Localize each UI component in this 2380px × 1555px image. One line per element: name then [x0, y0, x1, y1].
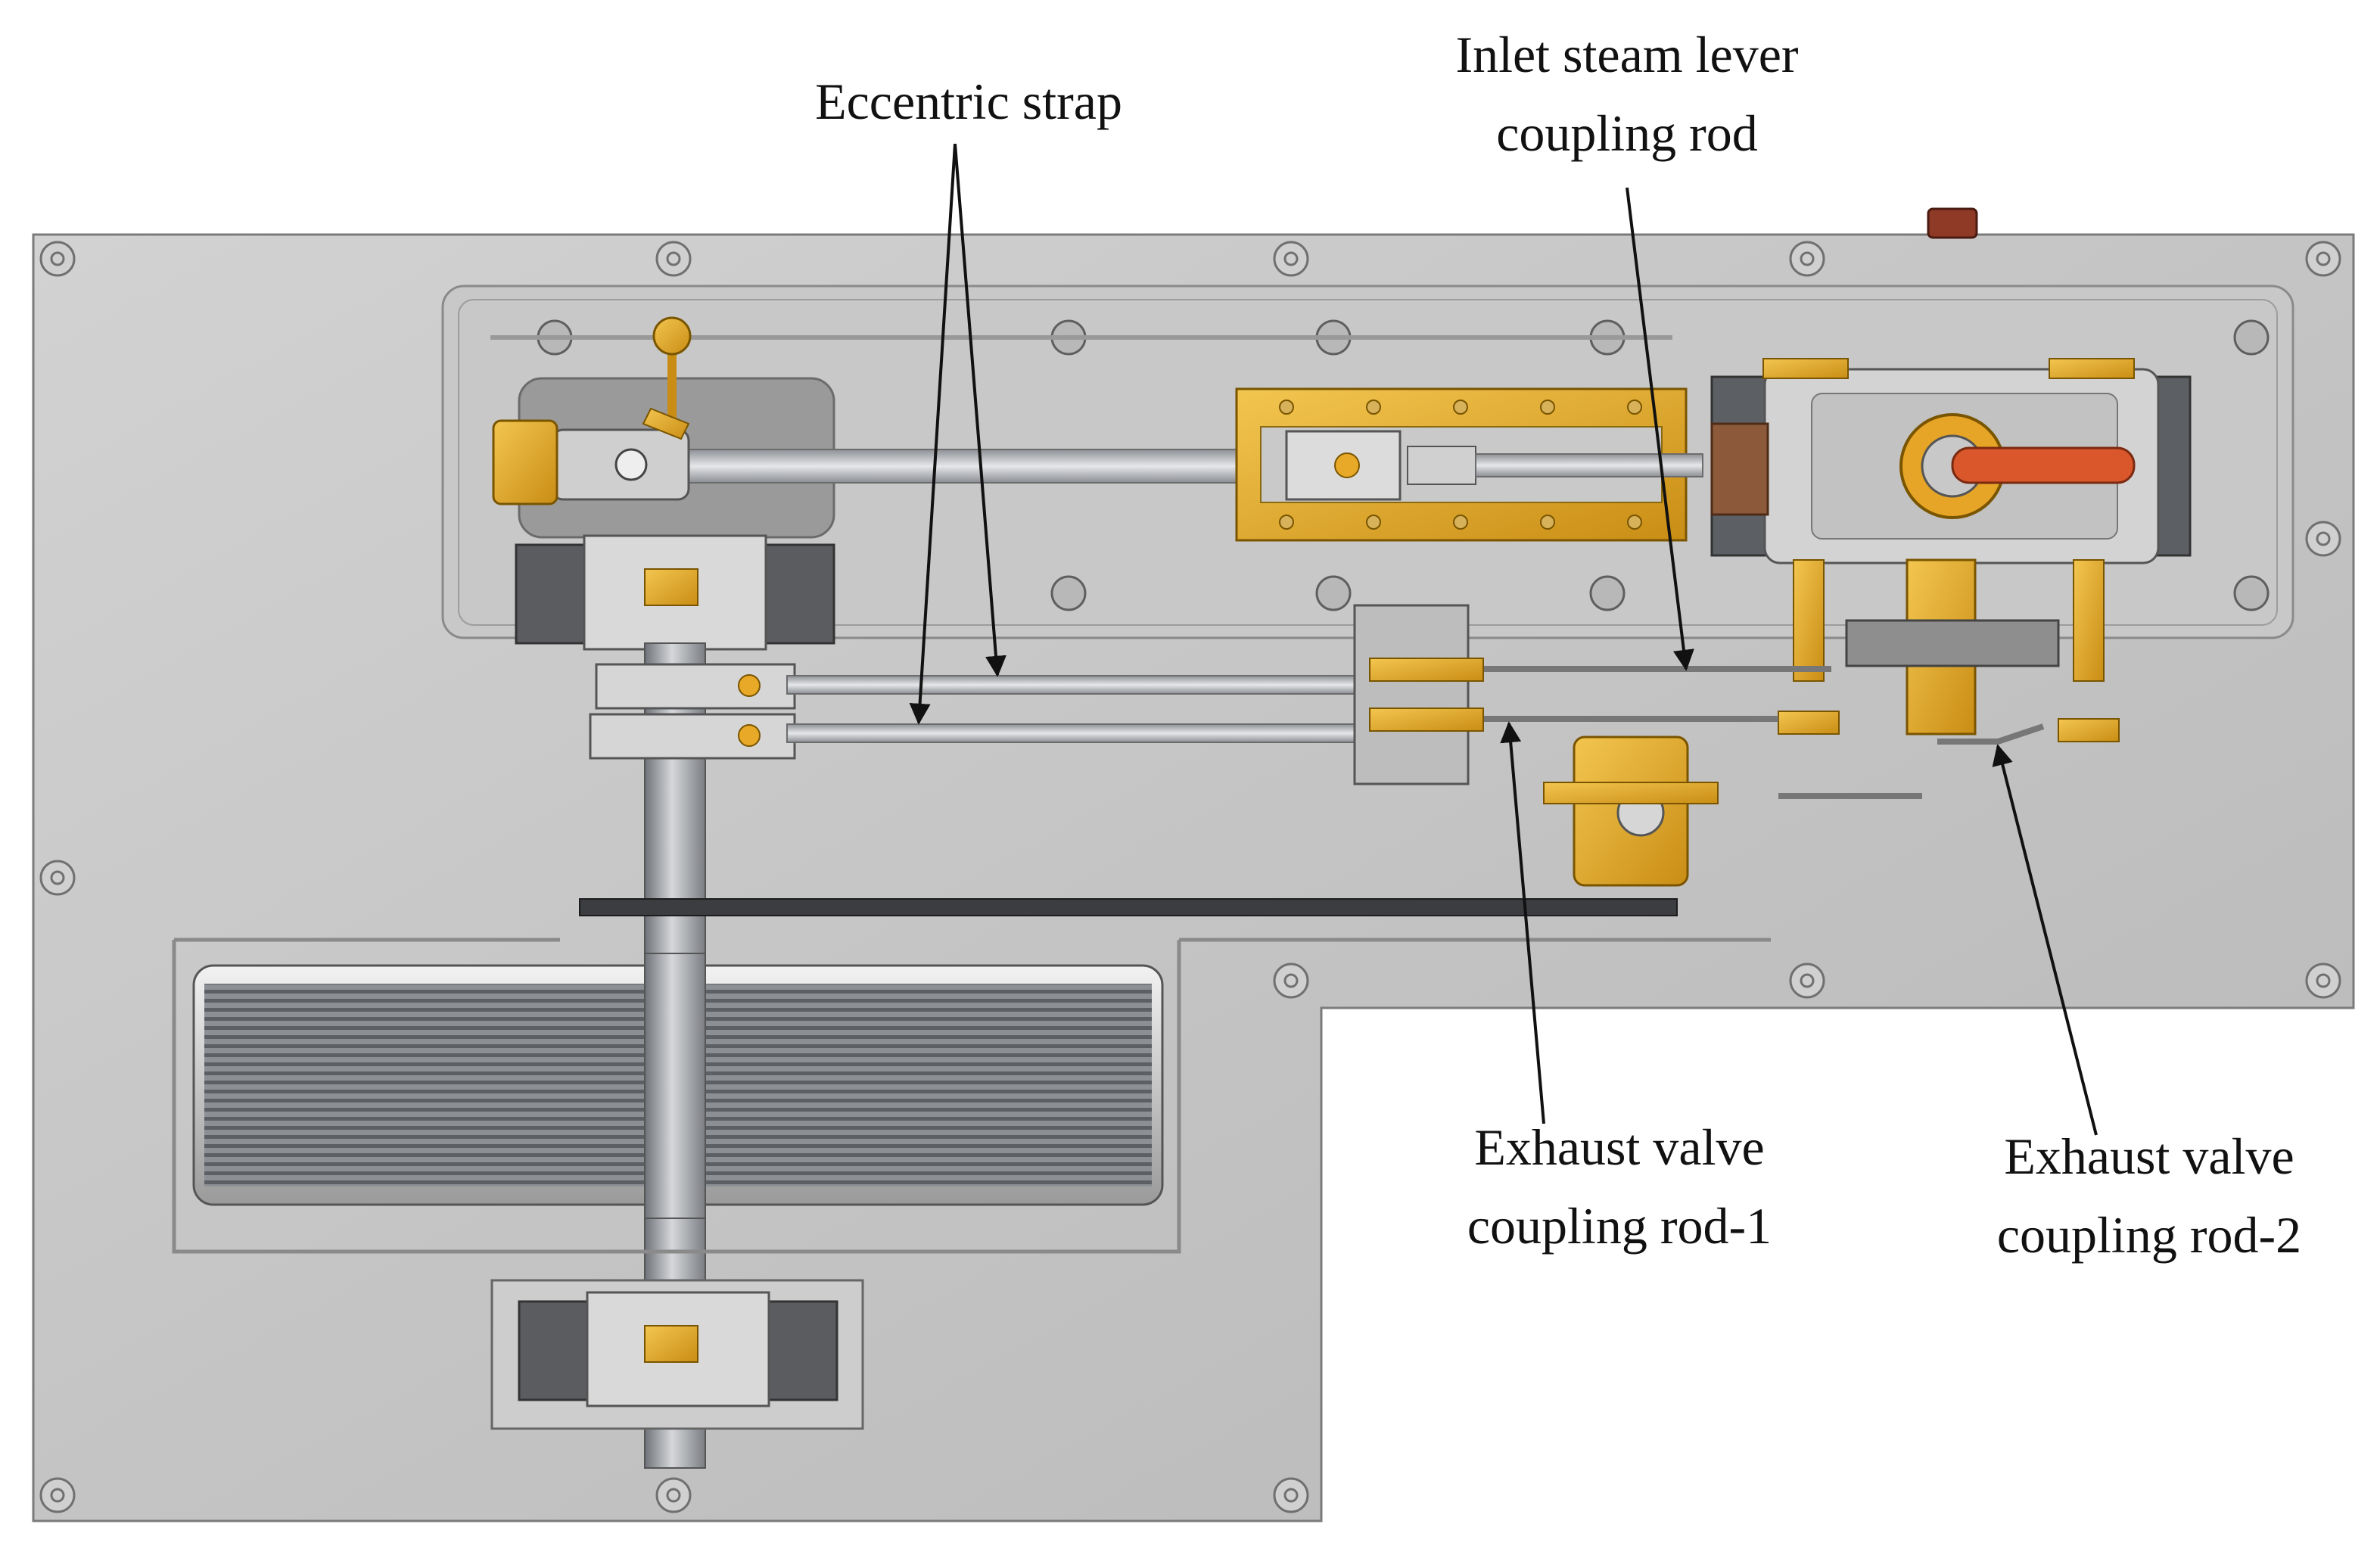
- steam-cylinder: [1710, 358, 2192, 564]
- governor-lever: [642, 316, 692, 440]
- exhaust-rod-2-arrow: [1992, 744, 2098, 1136]
- leader-lines: [909, 143, 2098, 1136]
- upper-pillow-block: [515, 534, 835, 651]
- drum-guard: [172, 938, 1771, 1254]
- label-inlet-steam-lever: Inlet steam lever coupling rod: [1362, 15, 1892, 173]
- baseplate-bolts: [39, 241, 2341, 1513]
- label-eccentric-strap: Eccentric strap: [764, 62, 1173, 141]
- exhaust-rod-1-arrow: [1500, 721, 1545, 1124]
- eccentric-strap-arrow-2: [909, 143, 957, 725]
- valve-gear: [1778, 558, 2120, 742]
- valve-coupling-rods: [1461, 666, 2045, 799]
- feed-pump: [1543, 736, 1719, 887]
- inlet-lever-arrow: [1626, 187, 1694, 671]
- eccentric-strap-arrow-1: [954, 143, 1006, 677]
- label-exhaust-valve-rod-1: Exhaust valve coupling rod-1: [1347, 1108, 1892, 1265]
- label-exhaust2-line1: Exhaust valve: [2004, 1127, 2294, 1185]
- label-exhaust2-line2: coupling rod-2: [1996, 1206, 2302, 1264]
- crosshead-guide: [1235, 387, 1703, 542]
- eccentric-strap-rods: [786, 675, 1370, 743]
- steam-inlet-stub: [1927, 207, 1978, 239]
- label-exhaust1-line2: coupling rod-1: [1467, 1197, 1772, 1255]
- label-inlet-line2: coupling rod: [1496, 104, 1758, 162]
- flywheel-drum: [192, 953, 1164, 1219]
- platform-bolts: [537, 319, 2270, 611]
- lower-pillow-block: [490, 1279, 864, 1430]
- label-inlet-line1: Inlet steam lever: [1455, 26, 1799, 83]
- label-exhaust-valve-rod-2: Exhaust valve coupling rod-2: [1922, 1117, 2376, 1274]
- label-eccentric-strap-text: Eccentric strap: [815, 73, 1122, 130]
- drive-belt: [579, 898, 1678, 916]
- rod-end-bracket: [1353, 604, 1484, 785]
- label-exhaust1-line1: Exhaust valve: [1474, 1118, 1765, 1176]
- eccentric-sheaves: [589, 663, 796, 760]
- connecting-rod: [492, 419, 1257, 505]
